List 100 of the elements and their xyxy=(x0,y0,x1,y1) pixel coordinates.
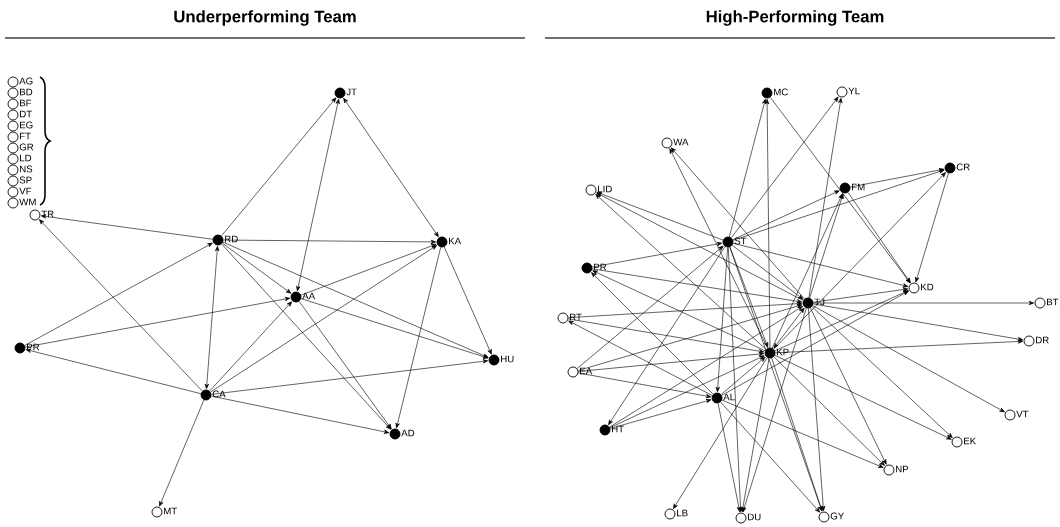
arrow xyxy=(576,245,724,369)
node-label: KP xyxy=(777,348,789,356)
arrow xyxy=(670,147,805,300)
arrow xyxy=(25,348,202,394)
node-label: VF xyxy=(19,187,32,195)
node-label: MC xyxy=(774,88,788,96)
arrow xyxy=(811,306,953,438)
double-arrow xyxy=(343,97,439,238)
arrow xyxy=(810,307,887,465)
arrow xyxy=(720,356,766,395)
arrow xyxy=(715,247,728,393)
node-label: DR xyxy=(1036,336,1049,344)
arrow xyxy=(808,308,826,512)
arrow xyxy=(717,403,741,513)
node-label: AG xyxy=(19,77,33,85)
arrow xyxy=(729,246,769,348)
node-label: SP xyxy=(19,176,32,184)
node-label: LB xyxy=(677,509,688,517)
arrow xyxy=(210,245,438,393)
node-label: BT xyxy=(1047,298,1059,306)
arrow xyxy=(773,172,946,350)
node-label: KD xyxy=(921,283,934,291)
arrow xyxy=(732,245,804,300)
node-label: LID xyxy=(598,185,612,193)
arrow xyxy=(771,193,843,349)
panel-title: High-Performing Team xyxy=(706,10,884,26)
node-label: CA xyxy=(212,390,226,398)
arrow xyxy=(813,303,1024,342)
arrow xyxy=(774,355,952,440)
arrow xyxy=(223,239,436,244)
arrow xyxy=(729,98,767,238)
arrow xyxy=(740,358,770,513)
arrow xyxy=(609,355,765,428)
node-label: NS xyxy=(20,165,33,173)
node-label: PR xyxy=(594,263,607,271)
node-label: GR xyxy=(19,143,34,151)
arrow xyxy=(673,357,768,509)
arrow xyxy=(596,191,724,241)
node-label: RD xyxy=(225,235,238,243)
arrow xyxy=(221,97,337,237)
node-label: GY xyxy=(830,512,844,520)
arrow xyxy=(222,242,292,294)
node-label: FT xyxy=(20,132,31,140)
node-label: EA xyxy=(580,367,593,375)
arrow xyxy=(24,242,213,346)
arrow xyxy=(209,301,293,392)
arrow xyxy=(721,399,884,468)
arrow xyxy=(771,357,823,512)
node-label: WM xyxy=(19,198,36,206)
arrow xyxy=(211,395,390,434)
node-label: DT xyxy=(20,110,32,118)
arrow xyxy=(578,351,765,372)
arrow xyxy=(298,301,392,430)
arrow xyxy=(775,339,1024,354)
arrow xyxy=(609,398,712,429)
node-label: CR xyxy=(956,163,970,171)
arrow xyxy=(732,169,945,241)
arrow xyxy=(812,305,1005,413)
node-label: TR xyxy=(41,210,54,218)
double-arrow xyxy=(296,98,340,292)
node-label: YL xyxy=(848,87,860,95)
arrow xyxy=(568,301,803,318)
arrow xyxy=(592,270,766,351)
arrow xyxy=(159,399,205,507)
node-label: RT xyxy=(570,313,582,321)
arrow xyxy=(731,96,839,238)
arrow xyxy=(727,247,743,513)
node-label: TJ xyxy=(814,298,825,306)
arrow xyxy=(222,241,489,358)
arrow xyxy=(732,190,840,241)
arrow xyxy=(742,307,807,513)
node-label: AA xyxy=(302,292,316,300)
arrow xyxy=(592,268,803,304)
node-label: EK xyxy=(964,437,977,445)
arrow xyxy=(774,290,909,352)
arrow xyxy=(847,192,911,284)
node-label: WA xyxy=(673,138,689,146)
arrow xyxy=(915,172,949,283)
arrow xyxy=(813,300,1035,306)
arrow xyxy=(773,356,885,466)
arrow xyxy=(395,246,442,429)
panel-title: Underperforming Team xyxy=(174,10,356,26)
arrow xyxy=(40,214,213,240)
arrow xyxy=(577,304,803,371)
arrow xyxy=(591,272,714,395)
arrow xyxy=(443,246,492,355)
arrow xyxy=(808,97,843,298)
node-label: DU xyxy=(748,513,761,521)
node-label: PR xyxy=(27,343,40,351)
node-label: LD xyxy=(20,154,32,162)
node-label: KA xyxy=(449,237,462,245)
arrow xyxy=(300,298,489,359)
arrow xyxy=(770,97,911,284)
arrow xyxy=(221,243,392,430)
arrow xyxy=(578,372,712,399)
node-label: BD xyxy=(20,88,33,96)
double-arrow xyxy=(204,245,220,390)
node-label: JT xyxy=(346,88,357,96)
arrow xyxy=(568,318,765,354)
arrow xyxy=(850,167,945,188)
